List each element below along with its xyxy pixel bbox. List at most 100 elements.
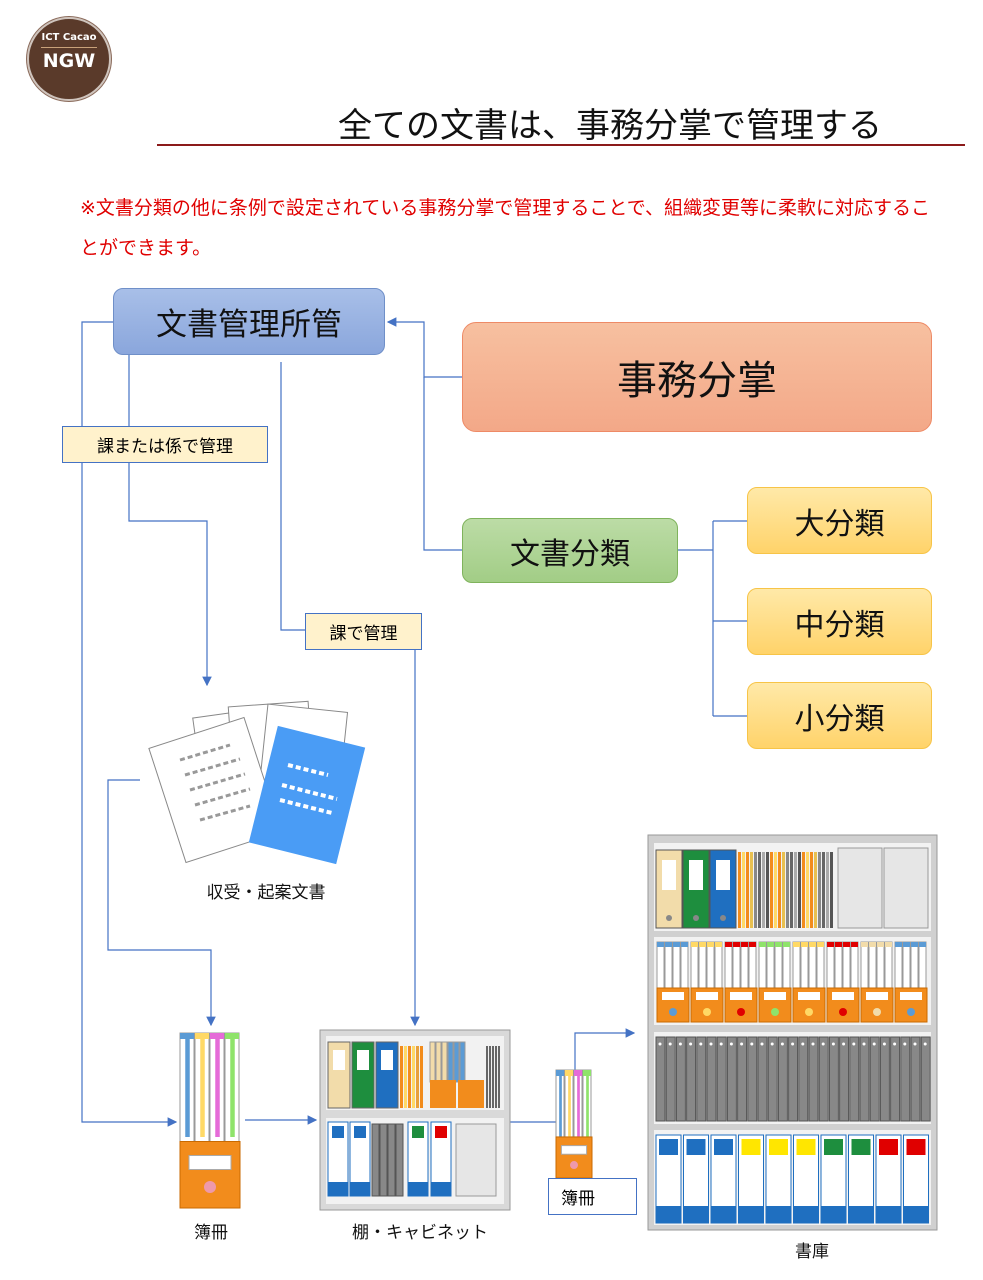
shape bbox=[879, 1036, 890, 1122]
shape bbox=[883, 847, 929, 929]
shape bbox=[655, 1036, 666, 1122]
shape bbox=[662, 992, 684, 1000]
shape bbox=[354, 1126, 366, 1138]
shape bbox=[809, 942, 816, 947]
shape bbox=[672, 941, 681, 989]
shape bbox=[873, 1008, 881, 1016]
shape bbox=[556, 1070, 564, 1076]
line-documents-to-bosatsu bbox=[107, 779, 216, 1027]
shape bbox=[814, 852, 817, 928]
shape bbox=[791, 1042, 795, 1046]
shape bbox=[885, 942, 892, 947]
shape bbox=[794, 852, 797, 928]
shape bbox=[839, 1008, 847, 1016]
shape bbox=[758, 852, 761, 928]
shape bbox=[698, 941, 707, 989]
shape bbox=[738, 852, 741, 928]
shape bbox=[882, 1042, 886, 1046]
shape bbox=[669, 1008, 677, 1016]
shape bbox=[726, 1036, 737, 1122]
shape bbox=[793, 942, 800, 947]
shape bbox=[680, 941, 689, 989]
shape bbox=[658, 1042, 662, 1046]
shape bbox=[766, 941, 775, 989]
shape bbox=[821, 1042, 825, 1046]
shape bbox=[770, 1042, 774, 1046]
shape bbox=[333, 1050, 345, 1070]
shape bbox=[459, 1041, 466, 1083]
shape bbox=[903, 942, 910, 947]
shape bbox=[681, 942, 688, 947]
shape bbox=[862, 1042, 866, 1046]
shape bbox=[740, 1042, 744, 1046]
shape bbox=[760, 1042, 764, 1046]
shape bbox=[835, 942, 842, 947]
shape bbox=[798, 1036, 809, 1122]
shape bbox=[770, 852, 773, 928]
shape bbox=[911, 942, 918, 947]
shape bbox=[570, 1161, 578, 1170]
shape bbox=[729, 1042, 733, 1046]
shape bbox=[453, 1041, 460, 1083]
shape bbox=[455, 1123, 497, 1197]
shape bbox=[754, 852, 757, 928]
shape bbox=[215, 1039, 220, 1137]
shape bbox=[416, 1046, 419, 1108]
shape bbox=[834, 941, 843, 989]
shape bbox=[666, 915, 672, 921]
shape bbox=[719, 1042, 723, 1046]
shape bbox=[746, 852, 749, 928]
shape bbox=[805, 1008, 813, 1016]
shape bbox=[204, 1181, 216, 1193]
shape bbox=[689, 860, 703, 890]
shape bbox=[741, 1139, 761, 1155]
shape bbox=[740, 941, 749, 989]
shape bbox=[431, 1182, 451, 1196]
shape bbox=[774, 852, 777, 928]
shape bbox=[766, 1206, 791, 1223]
shape bbox=[429, 1041, 436, 1083]
shape bbox=[769, 1139, 788, 1155]
shape bbox=[381, 1050, 393, 1070]
shape bbox=[720, 915, 726, 921]
shape bbox=[860, 941, 869, 989]
shape bbox=[725, 942, 732, 947]
shape bbox=[910, 941, 919, 989]
shape bbox=[400, 1046, 403, 1108]
shape bbox=[742, 852, 745, 928]
page-title: 全ての文書は、事務分掌で管理する bbox=[338, 106, 882, 146]
shape bbox=[412, 1046, 415, 1108]
minor-class-box: 小分類 bbox=[747, 682, 932, 749]
shape bbox=[801, 942, 808, 947]
library-shelf-icon bbox=[647, 834, 938, 1231]
shape bbox=[771, 1008, 779, 1016]
shape bbox=[821, 1206, 846, 1223]
shape bbox=[818, 852, 821, 928]
shape bbox=[200, 1039, 205, 1137]
shape bbox=[920, 1036, 931, 1122]
shape bbox=[707, 942, 714, 947]
shape bbox=[371, 1123, 380, 1197]
note-text: ※文書分類の他に条例で設定されている事務分掌で管理することで、組織変更等に柔軟に… bbox=[80, 197, 931, 259]
shape bbox=[225, 1033, 239, 1039]
shape bbox=[678, 1042, 682, 1046]
shape bbox=[782, 941, 791, 989]
line-jimu-to-kanri bbox=[386, 317, 462, 378]
shape bbox=[328, 1182, 348, 1196]
shape bbox=[714, 1139, 733, 1155]
shape bbox=[435, 1041, 442, 1083]
shape bbox=[750, 852, 753, 928]
shape bbox=[195, 1033, 209, 1039]
shape bbox=[435, 1126, 447, 1138]
shape bbox=[792, 941, 801, 989]
shape bbox=[861, 942, 868, 947]
shape bbox=[866, 992, 888, 1000]
shape bbox=[565, 1070, 573, 1076]
shape bbox=[859, 1036, 870, 1122]
shape bbox=[766, 852, 769, 928]
shape bbox=[783, 942, 790, 947]
shape bbox=[872, 1042, 876, 1046]
shape bbox=[758, 941, 767, 989]
shape bbox=[868, 941, 877, 989]
